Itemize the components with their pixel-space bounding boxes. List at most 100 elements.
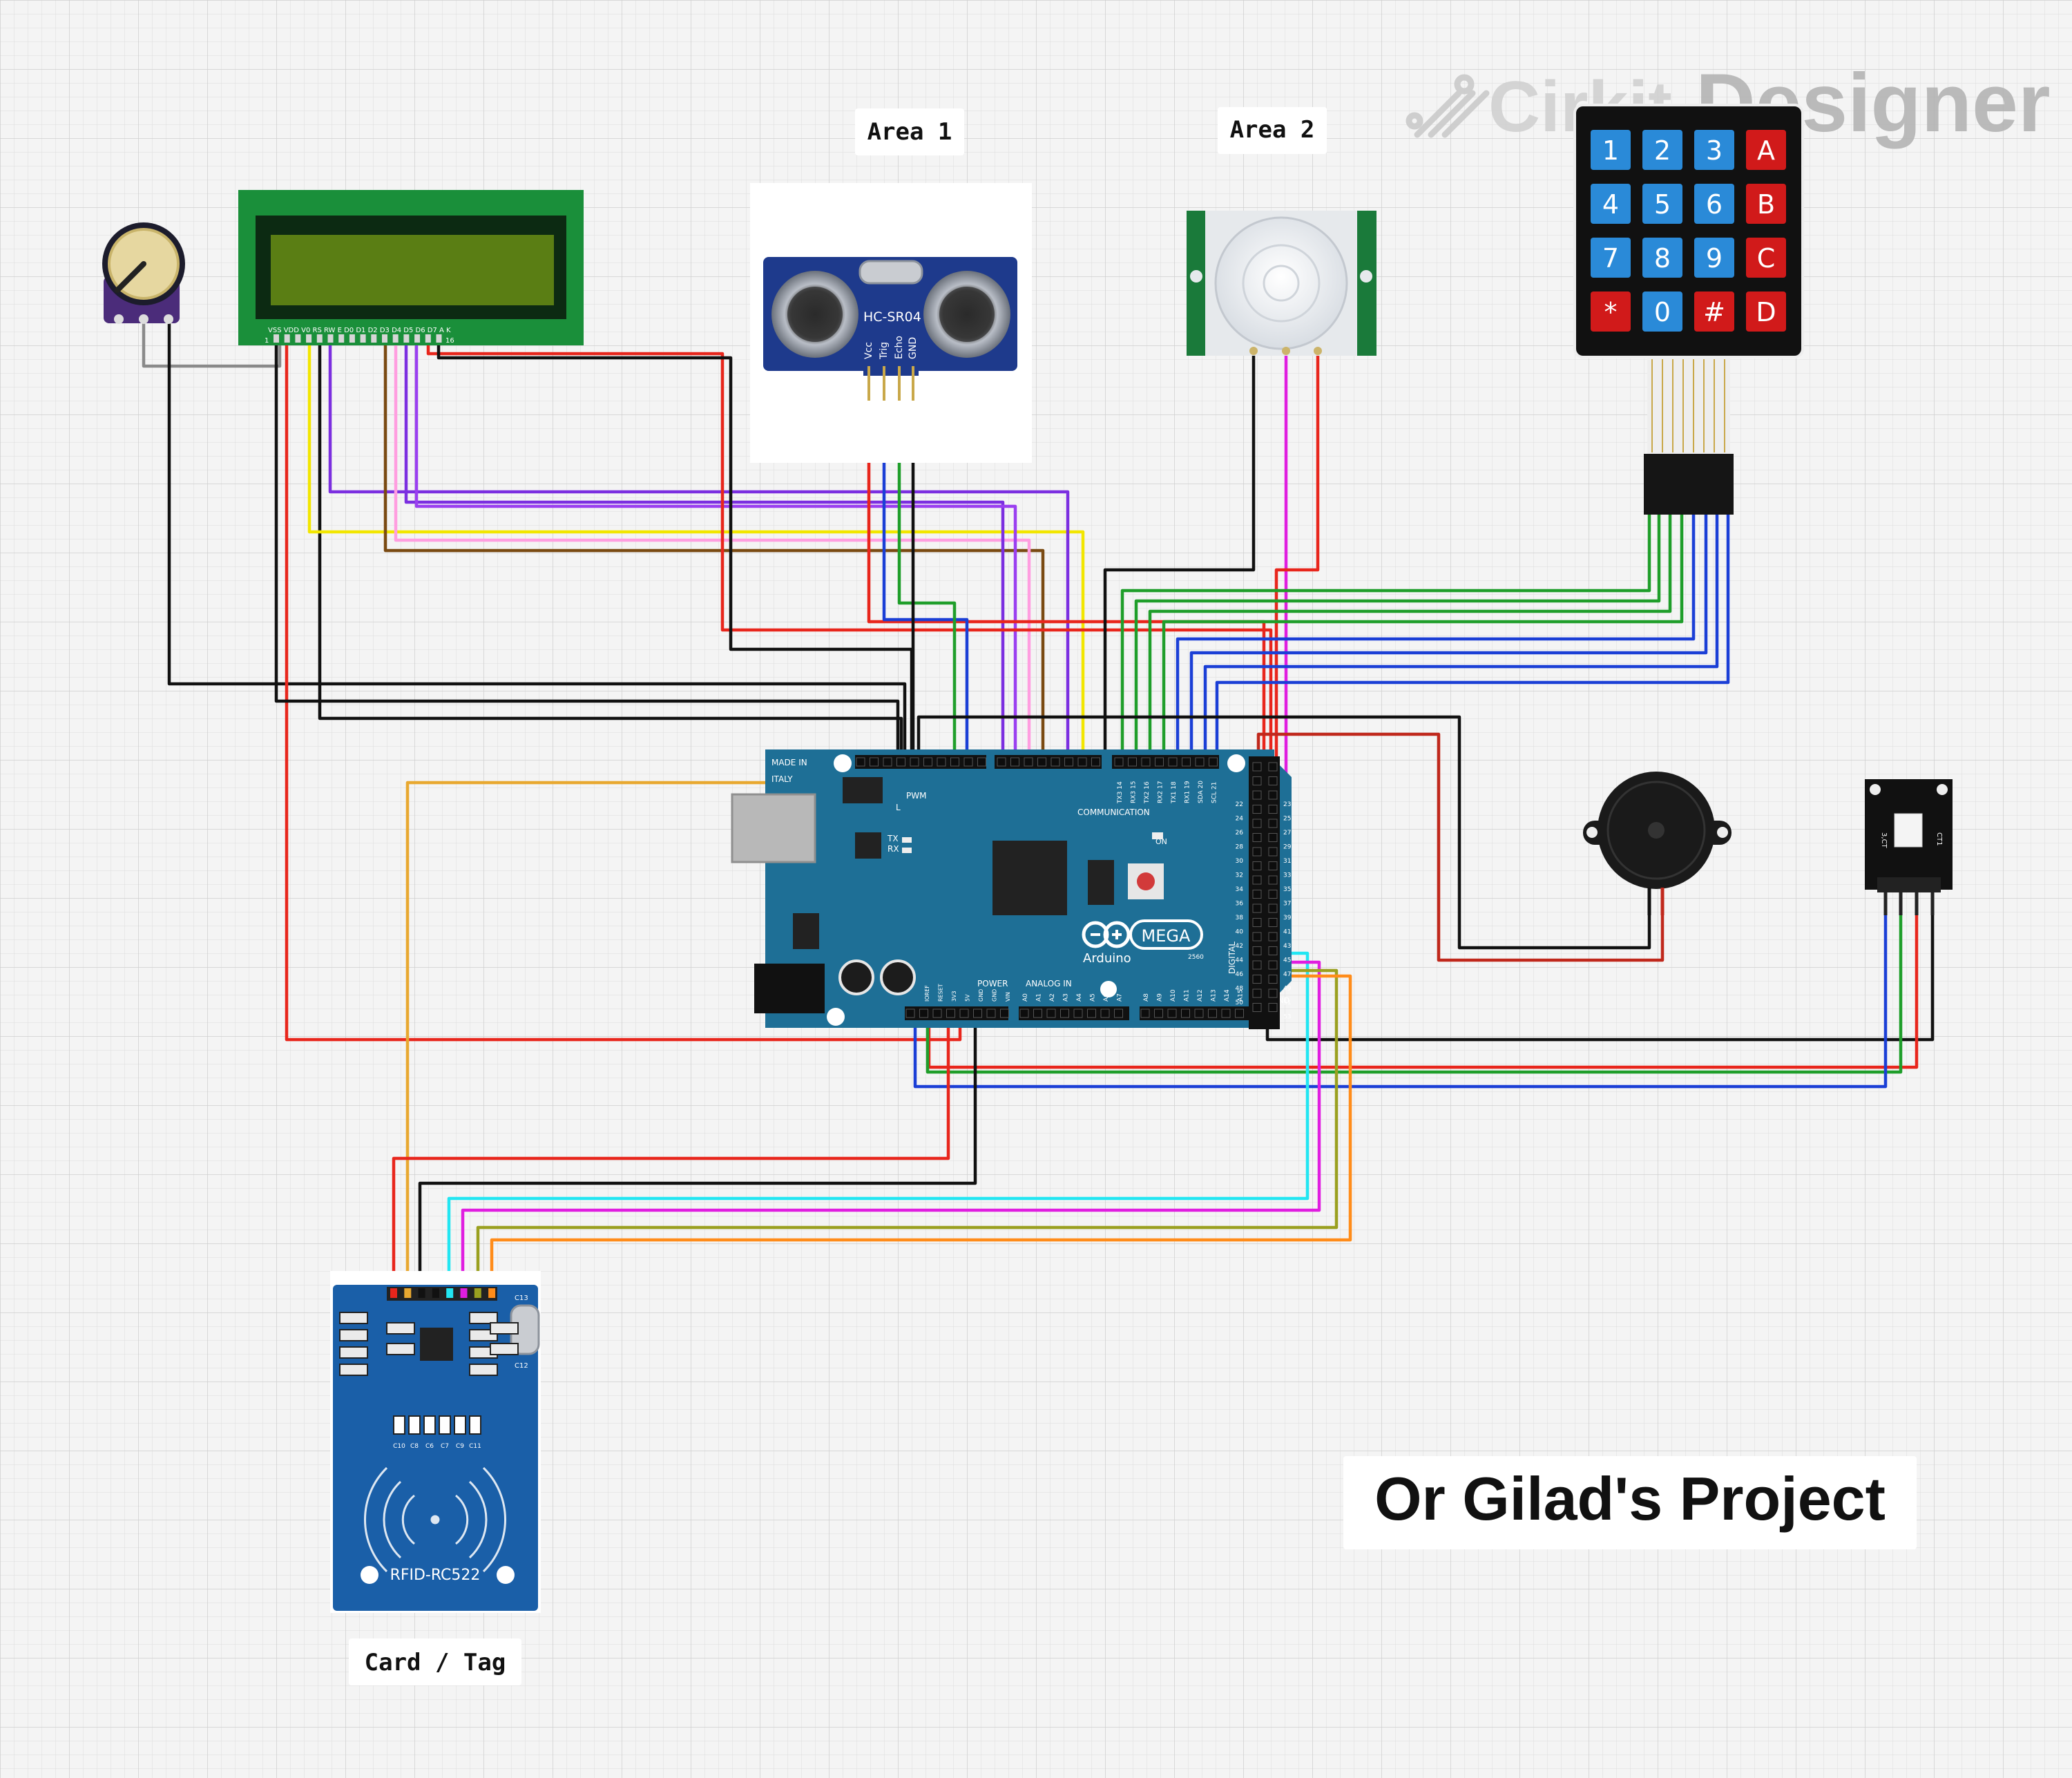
header-pin[interactable] <box>1252 975 1262 984</box>
header-pin[interactable] <box>1252 805 1262 814</box>
wire-us-vcc-red[interactable] <box>867 373 1266 767</box>
header-pin[interactable] <box>1252 946 1262 955</box>
header-pin[interactable] <box>986 1009 996 1018</box>
header-pin[interactable] <box>1033 1009 1042 1018</box>
header-pin[interactable] <box>1252 875 1262 885</box>
wire-rfid-miso-olive[interactable] <box>476 968 1339 1277</box>
header-pin[interactable] <box>1181 1009 1190 1018</box>
header-pin[interactable] <box>1046 1009 1056 1018</box>
dc-jack[interactable] <box>754 964 825 1013</box>
wire-keypad-6-blue[interactable] <box>1189 511 1708 760</box>
header-pin[interactable] <box>1114 757 1124 767</box>
wire-keypad-8-blue[interactable] <box>1215 511 1730 760</box>
header-pin[interactable] <box>1221 1009 1231 1018</box>
header-pin[interactable] <box>1268 762 1278 772</box>
header-pin[interactable] <box>1195 757 1205 767</box>
rfid-pin[interactable] <box>418 1288 425 1298</box>
header-pin[interactable] <box>1155 757 1164 767</box>
header-pin[interactable] <box>919 1009 928 1018</box>
header-pin[interactable] <box>1252 904 1262 913</box>
header-pin[interactable] <box>870 757 879 767</box>
header-pin[interactable] <box>1268 975 1278 984</box>
wire-lcd-d7-purple[interactable] <box>414 341 1017 760</box>
header-pin[interactable] <box>997 757 1006 767</box>
header-pin[interactable] <box>1252 988 1262 998</box>
wire-rfid-rst-orange[interactable] <box>490 974 1352 1277</box>
rfid-pin[interactable] <box>460 1288 468 1298</box>
pir-motion-sensor[interactable] <box>1187 211 1376 356</box>
keypad-key[interactable] <box>1591 291 1631 332</box>
header-pin[interactable] <box>1268 805 1278 814</box>
header-pin[interactable] <box>932 1009 942 1018</box>
header-pin[interactable] <box>1208 1009 1217 1018</box>
header-pin[interactable] <box>1194 1009 1204 1018</box>
keypad-key[interactable] <box>1746 238 1786 278</box>
wire-rfid-sck-cyan[interactable] <box>447 951 1310 1277</box>
header-pin[interactable] <box>1091 757 1100 767</box>
wire-pir-vcc-red[interactable] <box>1274 354 1320 767</box>
lcd-pin[interactable] <box>360 334 366 343</box>
lcd-pin[interactable] <box>403 334 410 343</box>
rfid-pin[interactable] <box>404 1288 412 1298</box>
header-pin[interactable] <box>1252 762 1262 772</box>
lcd-pin[interactable] <box>306 334 312 343</box>
header-pin[interactable] <box>1010 757 1019 767</box>
rgb-led-module[interactable]: 3,CT CT1 <box>1865 779 1953 915</box>
wire-lcd-e-purple[interactable] <box>328 341 1070 760</box>
keypad-key[interactable] <box>1694 291 1734 332</box>
wire-keypad-3-green[interactable] <box>1148 511 1672 760</box>
header-pin[interactable] <box>1252 890 1262 899</box>
wire-buzzer-red[interactable] <box>1256 732 1665 962</box>
arduino-mega-2560[interactable]: MADE IN ITALY COMMUNICATION POWER ANALOG… <box>731 749 1292 1029</box>
header-pin[interactable] <box>1252 833 1262 842</box>
header-pin[interactable] <box>1252 960 1262 970</box>
header-pin[interactable] <box>1141 757 1151 767</box>
header-pin[interactable] <box>1019 1009 1029 1018</box>
header-pin[interactable] <box>1268 946 1278 955</box>
pot-pin-2[interactable] <box>139 314 148 324</box>
header-pin[interactable] <box>1077 757 1087 767</box>
header-pin[interactable] <box>1252 861 1262 870</box>
lcd-pin[interactable] <box>338 334 345 343</box>
header-pin[interactable] <box>883 757 892 767</box>
lcd-pin[interactable] <box>425 334 431 343</box>
wire-rfid-gnd-black[interactable] <box>418 1005 977 1277</box>
lcd-pin[interactable] <box>382 334 387 343</box>
header-pin[interactable] <box>1209 757 1218 767</box>
keypad-key[interactable] <box>1694 238 1734 278</box>
pir-pin-gnd[interactable] <box>1249 347 1258 355</box>
wire-lcd-rs-yellow[interactable] <box>307 341 1085 760</box>
wire-us-echo-green[interactable] <box>897 373 957 760</box>
header-pin[interactable] <box>946 1009 955 1018</box>
lcd-pin[interactable] <box>392 334 399 343</box>
header-pin[interactable] <box>1252 918 1262 927</box>
wire-pot-gnd-black[interactable] <box>167 319 907 760</box>
header-pin[interactable] <box>923 757 932 767</box>
wire-lcd-d5-pink[interactable] <box>394 341 1031 760</box>
header-pin[interactable] <box>1024 757 1033 767</box>
keypad-key[interactable] <box>1642 238 1682 278</box>
keypad-key[interactable] <box>1591 184 1631 224</box>
rfid-pin[interactable] <box>488 1288 496 1298</box>
wire-lcd-vss-black[interactable] <box>274 341 900 760</box>
lcd-pin[interactable] <box>414 334 421 343</box>
header-pin[interactable] <box>1268 918 1278 927</box>
lcd-pin[interactable] <box>349 334 355 343</box>
wire-lcd-pot-gray[interactable] <box>142 319 282 368</box>
keypad-key[interactable] <box>1746 291 1786 332</box>
buzzer[interactable] <box>1583 772 1732 915</box>
header-pin[interactable] <box>1140 1009 1150 1018</box>
header-pin[interactable] <box>1168 757 1178 767</box>
header-pin[interactable] <box>1268 790 1278 800</box>
wire-lcd-rw-black[interactable] <box>318 341 903 760</box>
header-pin[interactable] <box>1252 847 1262 857</box>
wire-keypad-5-blue[interactable] <box>1176 511 1696 760</box>
pir-pin-out[interactable] <box>1282 347 1290 355</box>
wire-lcd-d4-brown[interactable] <box>383 341 1045 760</box>
header-pin[interactable] <box>1051 757 1060 767</box>
keypad-key[interactable] <box>1746 130 1786 170</box>
pot-pin-1[interactable] <box>114 314 124 324</box>
rfid-pin[interactable] <box>390 1288 397 1298</box>
header-pin[interactable] <box>1073 1009 1083 1018</box>
